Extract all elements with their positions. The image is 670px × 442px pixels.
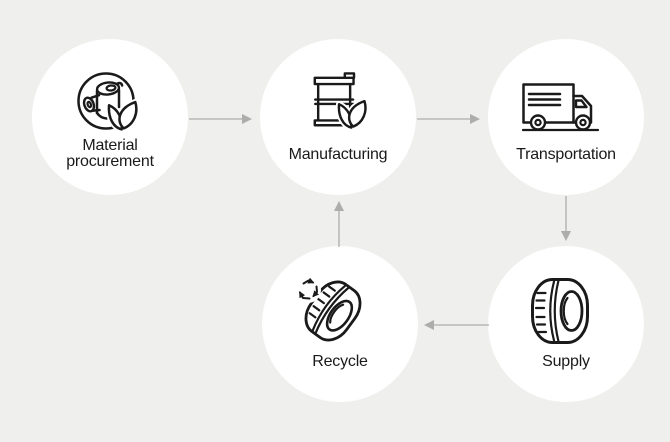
node-label-line: Transportation xyxy=(516,146,616,163)
node-label-line: Material xyxy=(82,137,138,154)
node-label-line: Recycle xyxy=(312,353,368,370)
node-transportation: Transportation xyxy=(488,39,644,195)
arrow-supply-to-recycle xyxy=(424,320,489,330)
node-label: Material procurement xyxy=(32,138,188,170)
tire-icon xyxy=(531,278,589,344)
arrow-material-to-manufacturing xyxy=(189,114,252,124)
node-label-line: Manufacturing xyxy=(288,146,388,163)
node-label: Manufacturing xyxy=(260,147,416,163)
tire-with-recycle-arrows-icon xyxy=(295,277,362,342)
node-material-procurement: Material procurement xyxy=(32,39,188,195)
node-label: Transportation xyxy=(488,147,644,163)
node-recycle: Recycle xyxy=(262,246,418,402)
node-label: Recycle xyxy=(262,354,418,370)
arrow-recycle-to-manufacturing xyxy=(334,201,344,247)
node-label-line: procurement xyxy=(66,153,154,170)
arrow-manufacturing-to-transportation xyxy=(417,114,480,124)
arrow-transportation-to-supply xyxy=(561,196,571,241)
rolled-material-with-leaves-icon xyxy=(77,72,140,133)
node-supply: Supply xyxy=(488,246,644,402)
node-label-line: Supply xyxy=(542,353,590,370)
node-label: Supply xyxy=(488,354,644,370)
delivery-truck-icon xyxy=(522,83,600,132)
oil-drum-with-leaves-icon xyxy=(313,72,369,131)
node-manufacturing: Manufacturing xyxy=(260,39,416,195)
